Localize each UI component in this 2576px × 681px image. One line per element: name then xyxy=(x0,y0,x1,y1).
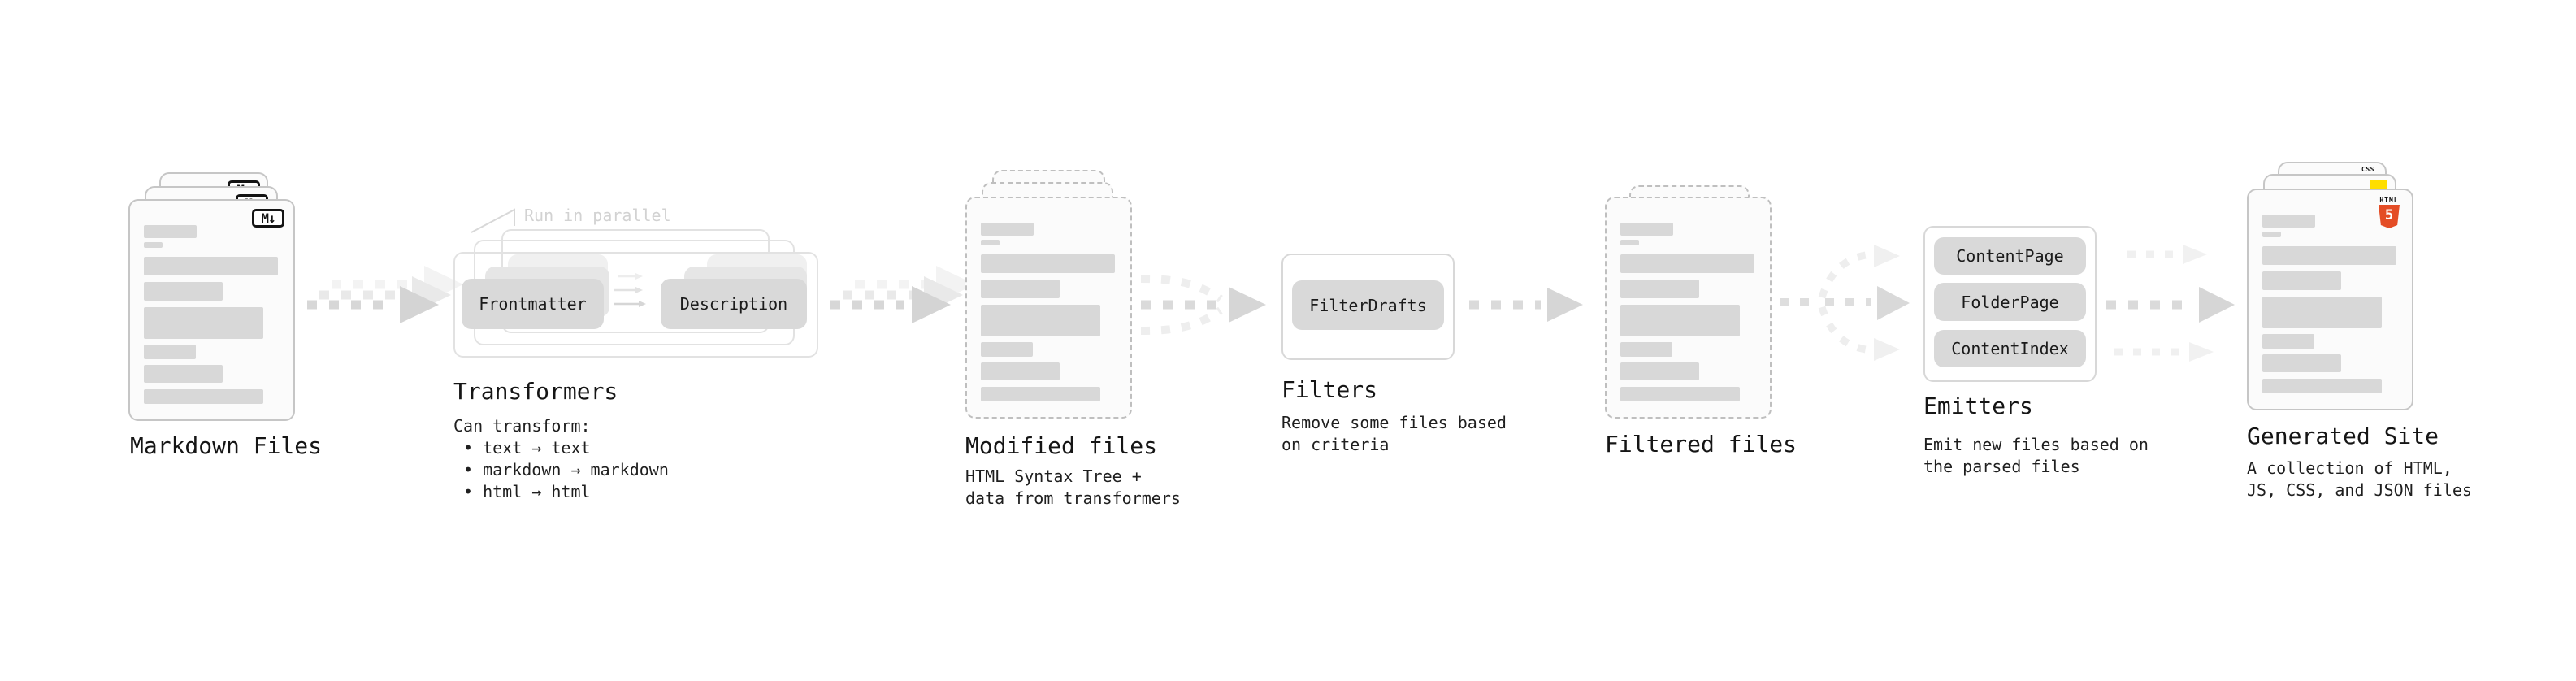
text-line-placeholder xyxy=(981,240,1000,245)
placeholder-text-lines xyxy=(1620,223,1754,401)
markdown-icon: M↓ xyxy=(252,209,284,228)
text-line-placeholder xyxy=(2262,271,2341,290)
stage-description-line: Emit new files based on xyxy=(1923,435,2149,454)
filterdrafts-chip: FilterDrafts xyxy=(1292,280,1444,330)
stage-title-filters: Filters xyxy=(1281,376,1378,403)
transform-bullet-item: • html → html xyxy=(463,482,591,501)
html5-icon-label: HTML xyxy=(2379,197,2399,204)
run-in-parallel-annotation: Run in parallel xyxy=(524,206,671,225)
parallel-step-arrows xyxy=(614,273,646,307)
text-line-placeholder xyxy=(981,342,1033,357)
text-line-placeholder xyxy=(981,305,1100,336)
text-line-placeholder xyxy=(144,307,263,339)
text-line-placeholder xyxy=(144,345,196,359)
contentpage-chip-label: ContentPage xyxy=(1956,246,2064,266)
text-line-placeholder xyxy=(144,365,223,383)
transformer-pipeline-outline-front xyxy=(453,252,818,358)
stage-modified-files: Modified files HTML Syntax Tree + data f… xyxy=(965,170,1307,511)
transform-bullet-item: • text → text xyxy=(463,438,591,458)
stage-title-modified-files: Modified files xyxy=(965,432,1158,459)
placeholder-text-lines xyxy=(2262,215,2396,393)
text-line-placeholder xyxy=(2262,379,2382,393)
text-line-placeholder xyxy=(2262,334,2314,349)
text-line-placeholder xyxy=(1620,387,1740,401)
stage-filtered-files: Filtered files xyxy=(1605,170,1914,495)
annotation-leader-line xyxy=(471,208,515,233)
text-line-placeholder xyxy=(981,254,1115,273)
markdown-icon-label: M↓ xyxy=(261,210,275,226)
text-line-placeholder xyxy=(1620,240,1639,245)
description-chip-label: Description xyxy=(679,294,788,314)
css-icon-label: CSS xyxy=(2361,166,2374,173)
text-line-placeholder xyxy=(144,242,163,248)
html5-shield: 5 xyxy=(2379,205,2400,228)
text-line-placeholder xyxy=(1620,223,1673,236)
placeholder-text-lines xyxy=(144,225,278,404)
stage-generated-site: CSS HTML 5 Generated Site A xyxy=(2247,162,2572,511)
stage-description-line: HTML Syntax Tree + xyxy=(965,466,1142,486)
text-line-placeholder xyxy=(2262,246,2396,265)
stage-markdown-files: M↓ M↓ M↓ Markdown Files xyxy=(128,172,470,497)
markdown-file-card-front: M↓ xyxy=(128,199,295,421)
text-line-placeholder xyxy=(1620,254,1754,273)
text-line-placeholder xyxy=(144,257,278,275)
stage-description-line: the parsed files xyxy=(1923,457,2080,476)
html5-icon: HTML 5 xyxy=(2376,197,2402,228)
folderpage-chip-label: FolderPage xyxy=(1961,292,2059,312)
transform-bullet-item: • markdown → markdown xyxy=(463,460,669,479)
stage-description-line: Remove some files based xyxy=(1281,413,1507,432)
generated-html-file-card: HTML 5 xyxy=(2247,189,2413,410)
text-line-placeholder xyxy=(2262,297,2382,328)
stage-description-line: on criteria xyxy=(1281,435,1390,454)
description-transformer-chip: Description xyxy=(661,279,807,329)
text-line-placeholder xyxy=(1620,305,1740,336)
stage-filters: FilterDrafts Filters Remove some files b… xyxy=(1281,254,1574,481)
stage-title-emitters: Emitters xyxy=(1923,393,2033,419)
stage-emitters: ContentPage FolderPage ContentIndex Emit… xyxy=(1923,226,2216,494)
text-line-placeholder xyxy=(2262,354,2341,372)
stage-title-transformers: Transformers xyxy=(453,378,618,405)
frontmatter-chip-label: Frontmatter xyxy=(479,294,587,314)
filterdrafts-chip-label: FilterDrafts xyxy=(1309,295,1427,315)
frontmatter-transformer-chip: Frontmatter xyxy=(462,279,604,329)
text-line-placeholder xyxy=(2262,232,2281,237)
folderpage-emitter-chip: FolderPage xyxy=(1934,283,2086,321)
stage-description-line: A collection of HTML, xyxy=(2247,458,2452,478)
stage-transformers: Run in parallel Frontmatter Description … xyxy=(453,203,860,512)
filtered-file-card-front xyxy=(1605,197,1772,419)
text-line-placeholder xyxy=(981,280,1060,298)
stage-title-markdown-files: Markdown Files xyxy=(130,432,323,459)
text-line-placeholder xyxy=(1620,342,1672,357)
stage-title-generated-site: Generated Site xyxy=(2247,423,2439,449)
text-line-placeholder xyxy=(981,387,1100,401)
stage-description-line: Can transform: xyxy=(453,416,591,436)
html5-shield-number: 5 xyxy=(2384,207,2394,223)
text-line-placeholder xyxy=(981,223,1034,236)
text-line-placeholder xyxy=(144,282,223,301)
text-line-placeholder xyxy=(144,389,263,404)
text-line-placeholder xyxy=(1620,280,1699,298)
placeholder-text-lines xyxy=(981,223,1115,401)
contentpage-emitter-chip: ContentPage xyxy=(1934,237,2086,275)
text-line-placeholder xyxy=(144,225,197,238)
text-line-placeholder xyxy=(2262,215,2315,228)
stage-description-line: JS, CSS, and JSON files xyxy=(2247,480,2472,500)
text-line-placeholder xyxy=(981,362,1060,380)
stage-description-line: data from transformers xyxy=(965,488,1181,508)
modified-file-card-front xyxy=(965,197,1132,419)
contentindex-emitter-chip: ContentIndex xyxy=(1934,330,2086,367)
contentindex-chip-label: ContentIndex xyxy=(1951,339,2069,358)
text-line-placeholder xyxy=(1620,362,1699,380)
stage-title-filtered-files: Filtered files xyxy=(1605,431,1798,458)
